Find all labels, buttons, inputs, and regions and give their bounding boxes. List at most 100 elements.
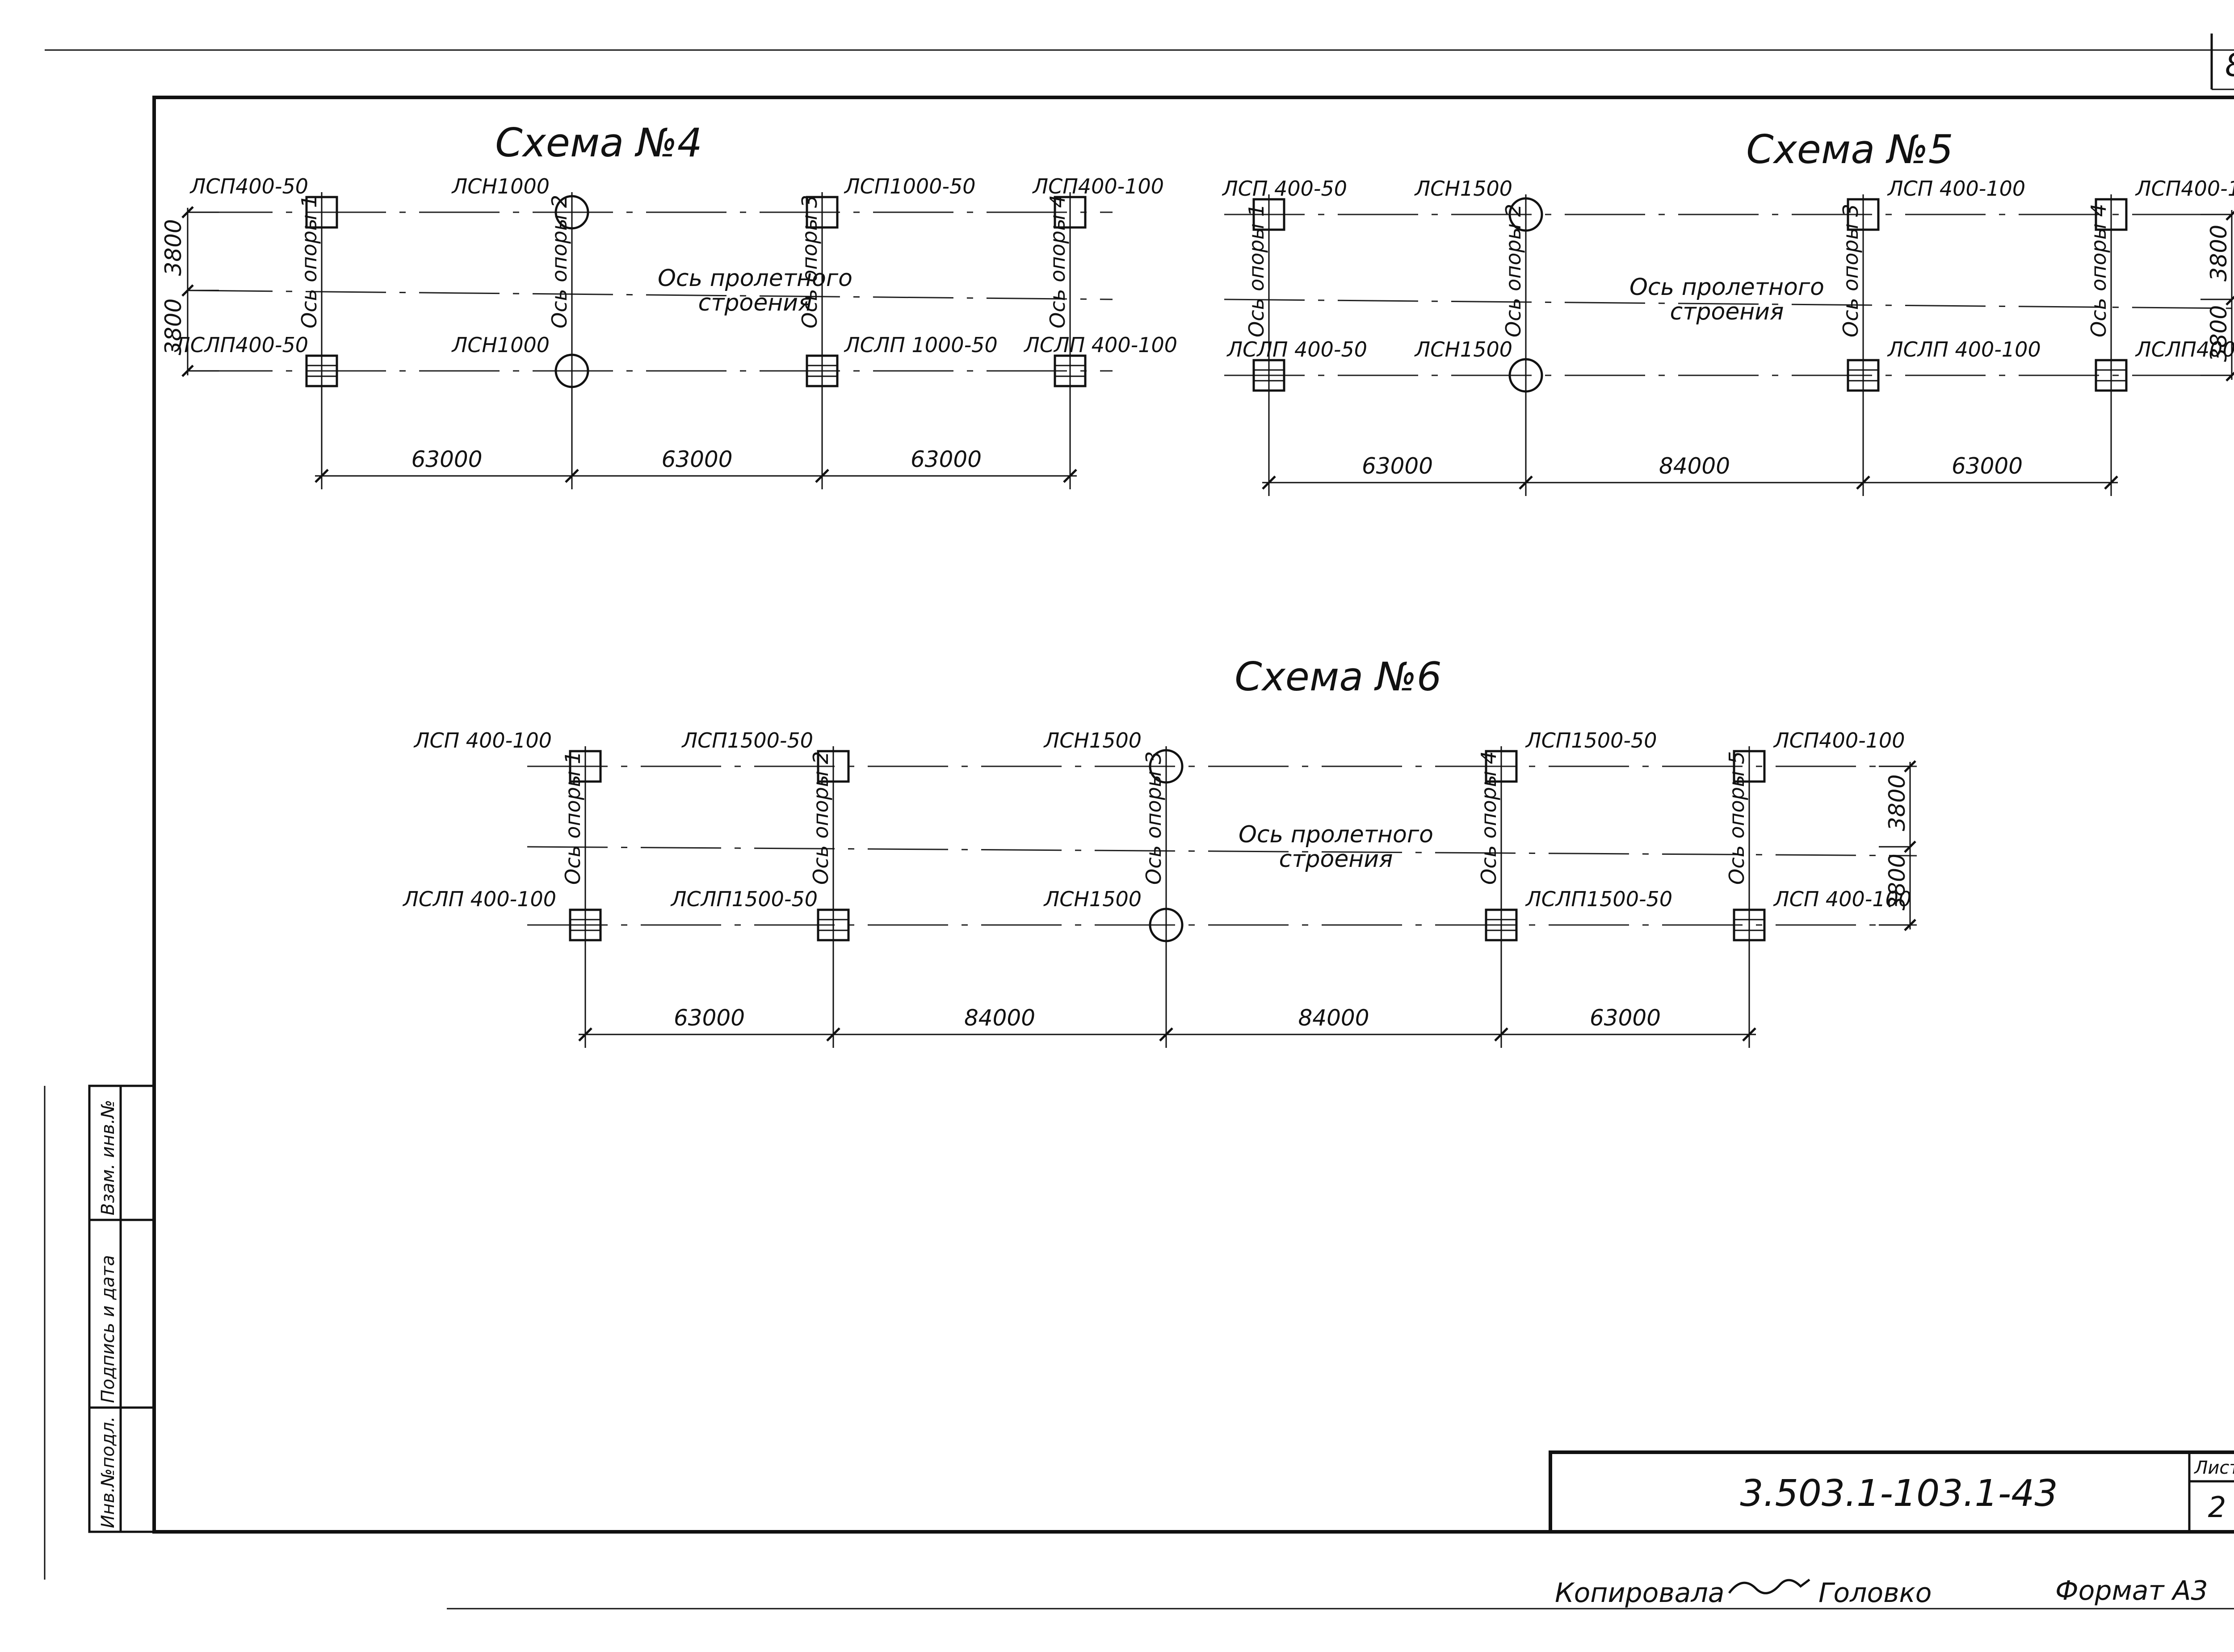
support-axis-label: Ось опоры 5	[1725, 751, 1749, 885]
span-axis-line	[1224, 298, 2234, 309]
dimension-tick	[815, 469, 829, 483]
edge-dimension-label: 3800	[160, 298, 186, 355]
span-length-label: 63000	[1362, 453, 1433, 479]
page-number: 88	[2225, 47, 2234, 84]
support-circle-bottom	[554, 353, 589, 388]
support-square-bottom	[1252, 359, 1285, 392]
support-square-bottom	[817, 908, 850, 942]
side-stamp-replace-label: Взам. инв.№	[98, 1100, 118, 1215]
span-length-label: 84000	[1298, 1005, 1369, 1031]
support-circle-bottom	[1149, 908, 1184, 942]
dimension-tick	[1063, 469, 1077, 483]
support-axis-label: Ось опоры 1	[1244, 204, 1268, 337]
support-bottom-label: ЛСЛП1500-50	[670, 887, 818, 911]
doc-designation: 3.503.1-103.1-43	[1740, 1472, 2058, 1515]
scheme-title: Схема №6	[1235, 654, 1441, 700]
support-bottom-label: ЛСЛП1500-50	[1525, 887, 1672, 911]
support-top-label: ЛСП1000-50	[844, 174, 976, 198]
edge-dimension-label: 3800	[2206, 225, 2232, 282]
sheet-number: 2	[2208, 1491, 2226, 1524]
support-bottom-label: ЛСЛП400-50	[174, 333, 308, 357]
span-axis-label-line2: строения	[1670, 298, 1784, 325]
support-top-label: ЛСП1500-50	[681, 728, 814, 752]
support-axis-label: Ось опоры 2	[547, 195, 571, 328]
edge-dimension-label: 3800	[2206, 305, 2232, 362]
dimension-tick	[2104, 475, 2118, 490]
support-top-label: ЛСП400-100	[2135, 177, 2234, 201]
support-top-label: ЛСП400-100	[1773, 728, 1905, 752]
side-stamp-sign-label: Подпись и дата	[98, 1255, 118, 1403]
support-circle-top	[554, 195, 589, 230]
edge-dimension-label: 3800	[1884, 774, 1910, 831]
support-top-label: ЛСП1500-50	[1525, 728, 1657, 752]
dimension-tick	[315, 469, 329, 483]
support-bottom-label: ЛСП 400-100	[1773, 887, 1911, 911]
support-square-bottom	[305, 354, 338, 387]
span-length-label: 84000	[1659, 453, 1730, 479]
support-bottom-label: ЛСЛП 400-100	[1887, 337, 2041, 362]
support-bottom-label: ЛСЛП 400-50	[1226, 337, 1367, 362]
dimension-tick	[1494, 1027, 1508, 1042]
support-bottom-label: ЛСН1500	[1043, 887, 1142, 911]
support-top-label: ЛСП 400-100	[413, 728, 552, 752]
support-axis-label: Ось опоры 1	[297, 195, 321, 328]
support-circle-bottom	[1508, 358, 1543, 393]
support-top-label: ЛСН1000	[451, 174, 550, 198]
support-bottom-label: ЛСН1000	[451, 333, 550, 357]
copied-by-label: Копировала	[1555, 1577, 1725, 1609]
dimension-tick	[1519, 475, 1533, 490]
span-length-label: 63000	[674, 1005, 745, 1031]
support-bottom-label: ЛСЛП 400-100	[402, 887, 556, 911]
dimension-tick	[1856, 475, 1870, 490]
support-square-bottom	[569, 908, 602, 942]
span-length-label: 84000	[964, 1005, 1035, 1031]
span-length-label: 63000	[1590, 1005, 1661, 1031]
support-square-top	[817, 750, 850, 783]
span-axis-label-line1: Ось пролетного	[658, 265, 852, 292]
support-axis-label: Ось опоры 3	[798, 195, 822, 328]
support-square-bottom	[806, 354, 839, 387]
support-top-label: ЛСП 400-50	[1222, 177, 1347, 201]
copier-name: Головко	[1818, 1577, 1932, 1609]
support-square-top	[1252, 198, 1285, 231]
support-bottom-label: ЛСЛП 1000-50	[844, 333, 998, 357]
side-stamp-inv-label: Инв.№подл.	[98, 1416, 118, 1528]
support-axis-label: Ось опоры 3	[1839, 204, 1863, 337]
support-square-top	[1847, 198, 1880, 231]
support-top-label: ЛСП 400-100	[1887, 177, 2025, 201]
copier-signature	[1728, 1579, 1810, 1594]
edge-dimension-label: 3800	[1884, 853, 1910, 910]
support-axis-label: Ось опоры 2	[809, 751, 833, 885]
support-bottom-label: ЛСН1500	[1414, 337, 1512, 362]
dimension-tick	[1742, 1027, 1756, 1042]
format-label: Формат А3	[2055, 1575, 2208, 1606]
support-axis-label: Ось опоры 3	[1142, 751, 1166, 885]
span-length-label: 63000	[911, 446, 982, 472]
support-square-top	[2095, 198, 2128, 231]
support-axis-label: Ось опоры 2	[1501, 204, 1525, 337]
span-axis-label-line2: строения	[1279, 846, 1393, 873]
support-axis-label: Ось опоры 4	[2087, 204, 2111, 337]
support-square-bottom	[1847, 359, 1880, 392]
dimension-tick	[565, 469, 579, 483]
support-square-top	[1054, 196, 1087, 229]
sheet-frame	[44, 34, 2234, 1610]
support-axis-label: Ось опоры 4	[1477, 751, 1501, 885]
support-square-bottom	[1054, 354, 1087, 387]
span-axis-line	[527, 846, 1917, 857]
edge-dimension-label: 3800	[160, 219, 186, 276]
span-length-label: 63000	[1952, 453, 2023, 479]
span-axis-line	[192, 290, 1113, 300]
dimension-tick	[578, 1027, 592, 1042]
scheme-title: Схема №4	[495, 120, 702, 166]
support-top-label: ЛСН1500	[1414, 177, 1512, 201]
side-stamp	[88, 1085, 155, 1533]
sheet-label: Лист	[2193, 1458, 2234, 1478]
support-bottom-label: ЛСЛП400-100	[2135, 337, 2234, 362]
support-square-bottom	[1485, 908, 1518, 942]
support-square-top	[569, 750, 602, 783]
